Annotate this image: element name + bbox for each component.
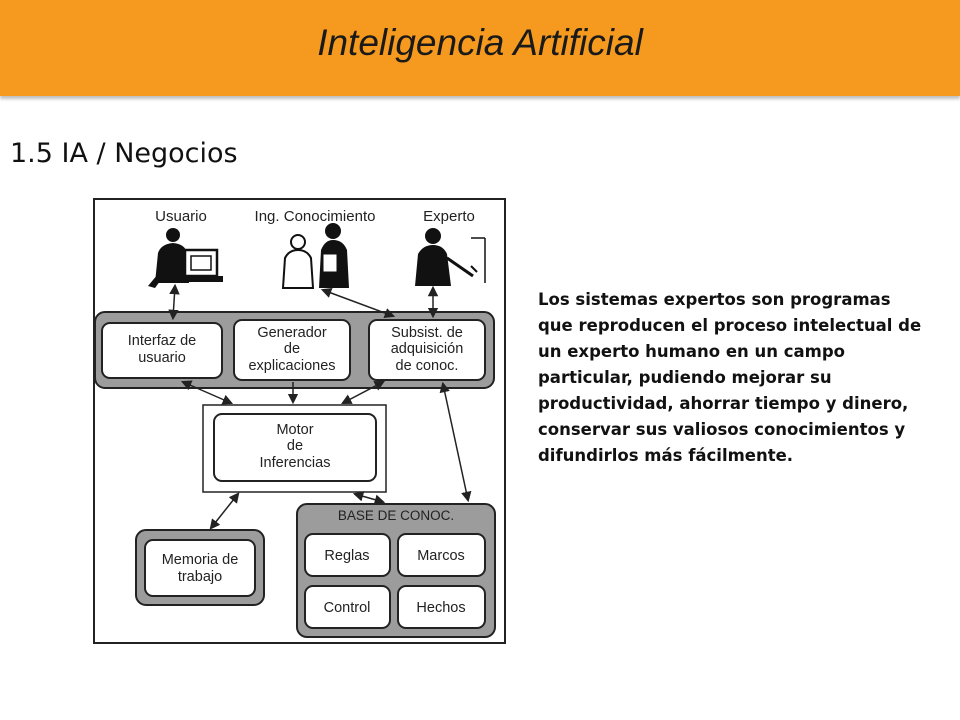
interfaz-line-2: usuario: [138, 350, 186, 366]
box-subsistema: [368, 319, 486, 381]
box-control: [304, 585, 391, 629]
subsistema-line-2: adquisición: [391, 341, 464, 357]
box-hechos: [397, 585, 486, 629]
arrow-usuario-interfaz: [168, 283, 180, 321]
box-interfaz: [101, 322, 223, 379]
hechos-label: Hechos: [416, 600, 465, 616]
user-at-computer-icon: [148, 228, 223, 288]
marcos-label: Marcos: [417, 548, 465, 564]
actor-label-ingeniero: Ing. Conocimiento: [255, 208, 376, 225]
arrow-interfaz-motor: [180, 380, 234, 405]
arrow-subsistema-base: [439, 381, 472, 503]
memoria-line-1: Memoria de: [162, 552, 239, 568]
base-title: BASE DE CONOC.: [338, 508, 454, 523]
motor-line-2: de: [287, 438, 303, 454]
reglas-label: Reglas: [324, 548, 369, 564]
arrow-ingeniero-subsistema: [320, 287, 396, 319]
memoria-line-2: trabajo: [178, 569, 222, 585]
generador-line-1: Generador: [257, 325, 326, 341]
knowledge-engineers-icon: [281, 223, 349, 289]
box-reglas: [304, 533, 391, 577]
title-banner: Inteligencia Artificial: [0, 0, 960, 96]
actor-label-experto: Experto: [423, 208, 475, 225]
actor-label-usuario: Usuario: [155, 208, 207, 225]
expert-system-diagram: Usuario Ing. Conocimiento Experto Interf…: [93, 198, 506, 644]
box-marcos: [397, 533, 486, 577]
box-memoria: [144, 539, 256, 597]
slide-title: Inteligencia Artificial: [317, 22, 643, 63]
arrow-subsistema-motor: [341, 380, 385, 405]
box-motor: [213, 413, 377, 482]
diagram-arrows: [168, 283, 472, 530]
section-heading: 1.5 IA / Negocios: [10, 138, 238, 169]
motor-line-1: Motor: [276, 422, 313, 438]
generador-line-2: de: [284, 341, 300, 357]
description-text: Los sistemas expertos son programas que …: [538, 290, 922, 465]
subsistema-line-3: de conoc.: [396, 358, 459, 374]
arrow-motor-memoria: [209, 492, 240, 530]
interfaz-line-1: Interfaz de: [128, 333, 197, 349]
motor-line-3: Inferencias: [260, 455, 331, 471]
box-generador: [233, 319, 351, 381]
subsistema-line-1: Subsist. de: [391, 325, 463, 341]
control-label: Control: [324, 600, 371, 616]
expert-with-pointer-icon: [415, 228, 486, 286]
arrow-motor-base: [352, 491, 386, 505]
generador-line-3: explicaciones: [248, 358, 335, 374]
